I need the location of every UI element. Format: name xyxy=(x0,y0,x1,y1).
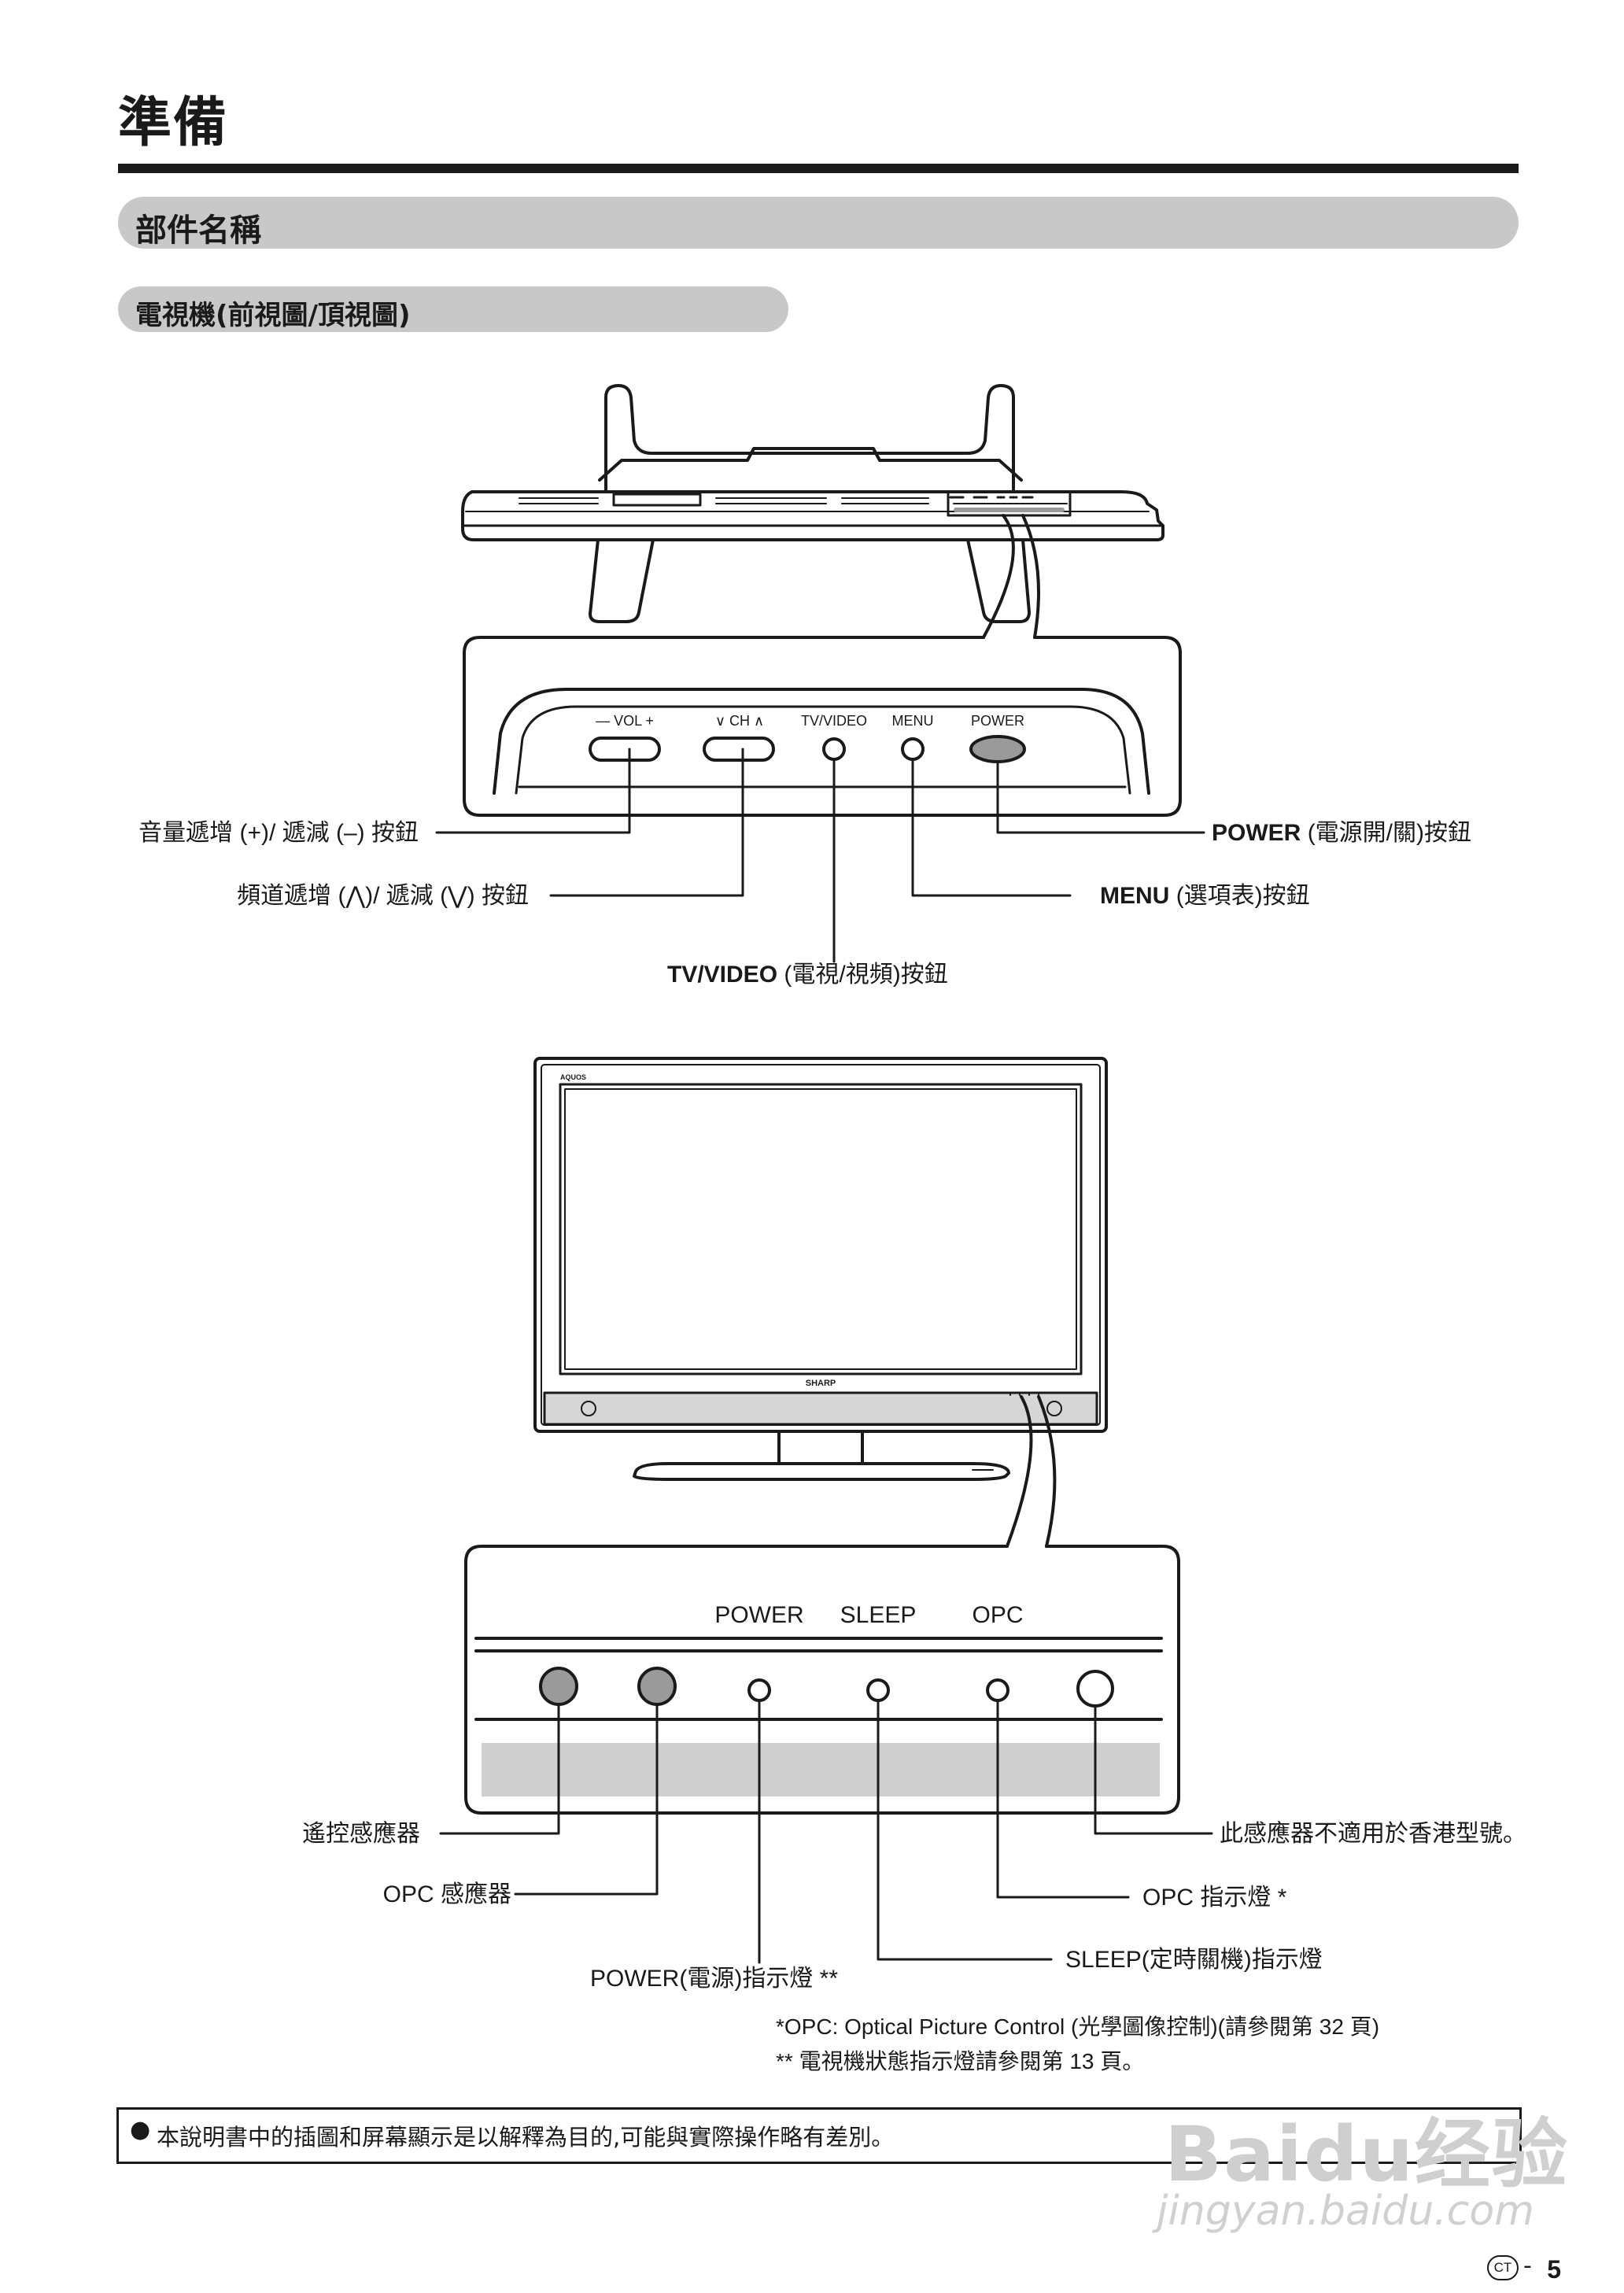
hk-sensor-callout: 此感應器不適用於香港型號。 xyxy=(1220,1821,1526,1847)
sleep-indicator-label: SLEEP xyxy=(840,1602,917,1628)
top-control-panel xyxy=(435,636,1205,963)
sharp-logo: SHARP xyxy=(806,1379,836,1388)
opc-footnote: *OPC: Optical Picture Control (光學圖像控制)(請… xyxy=(776,2014,1380,2039)
status-footnote: ** 電視機狀態指示燈請參閱第 13 頁。 xyxy=(776,2049,1145,2073)
menu-callout-key: MENU xyxy=(1100,883,1169,909)
tv-video-button-callout: TV/VIDEO (電視/視頻)按鈕 xyxy=(667,962,948,988)
remote-sensor-callout: 遙控感應器 xyxy=(302,1821,420,1847)
ch-label: ∨ CH ∧ xyxy=(715,713,764,729)
subsection-heading: 電視機(前視圖/頂視圖) xyxy=(118,286,788,332)
power-callout-desc: (電源開/關)按鈕 xyxy=(1308,820,1471,846)
opc-sensor-callout: OPC 感應器 xyxy=(383,1881,511,1907)
region-badge: CT xyxy=(1487,2255,1519,2280)
power-label: POWER xyxy=(971,713,1024,729)
footnotes: *OPC: Optical Picture Control (光學圖像控制)(請… xyxy=(776,2010,1379,2079)
section-title: 部件名稱 xyxy=(135,212,261,249)
vol-callout: 音量遞增 (+)/ 遞減 (–) 按鈕 xyxy=(138,820,419,846)
watermark-url: jingyan.baidu.com xyxy=(1157,2188,1534,2235)
opc-indicator-label: OPC xyxy=(972,1602,1023,1628)
badge-dash: - xyxy=(1523,2252,1532,2280)
section-heading: 部件名稱 xyxy=(118,197,1519,249)
disclaimer-box: ● 本說明書中的插圖和屏幕顯示是以解釋為目的,可能與實際操作略有差別。 xyxy=(116,2107,1522,2164)
watermark-logo: Baidu经验 xyxy=(1164,2110,1569,2199)
aquos-logo: AQUOS xyxy=(560,1073,586,1081)
opc-indicator-callout: OPC 指示燈 * xyxy=(1142,1885,1287,1911)
vol-label: — VOL + xyxy=(596,713,654,729)
title-rule xyxy=(118,164,1519,173)
tv-video-callout-key: TV/VIDEO xyxy=(667,962,777,988)
tv-video-callout-desc: (電視/視頻)按鈕 xyxy=(784,962,947,988)
power-indicator-label: POWER xyxy=(714,1602,803,1628)
power-callout-key: POWER xyxy=(1212,820,1301,846)
tv-top-view-illustration xyxy=(461,384,1164,639)
ch-callout: 頻道遞增 (⋀)/ 遞減 (⋁) 按鈕 xyxy=(237,883,529,909)
menu-callout-desc: (選項表)按鈕 xyxy=(1176,883,1310,909)
bullet-icon: ● xyxy=(130,2116,151,2143)
disclaimer-text: 本說明書中的插圖和屏幕顯示是以解釋為目的,可能與實際操作略有差別。 xyxy=(157,2124,895,2151)
power-button-callout: POWER (電源開/關)按鈕 xyxy=(1212,820,1471,846)
tv-front-illustration xyxy=(533,1057,1108,1548)
menu-button-callout: MENU (選項表)按鈕 xyxy=(1100,883,1310,909)
menu-label: MENU xyxy=(892,713,934,729)
power-indicator-callout: POWER(電源)指示燈 ** xyxy=(590,1966,838,1992)
sleep-indicator-callout: SLEEP(定時關機)指示燈 xyxy=(1065,1947,1323,1973)
tv-video-label: TV/VIDEO xyxy=(801,713,867,729)
page-title: 準備 xyxy=(118,92,229,154)
front-indicator-panel xyxy=(439,1545,1213,1964)
page-number: 5 xyxy=(1547,2255,1561,2284)
subsection-title: 電視機(前視圖/頂視圖) xyxy=(135,300,411,331)
